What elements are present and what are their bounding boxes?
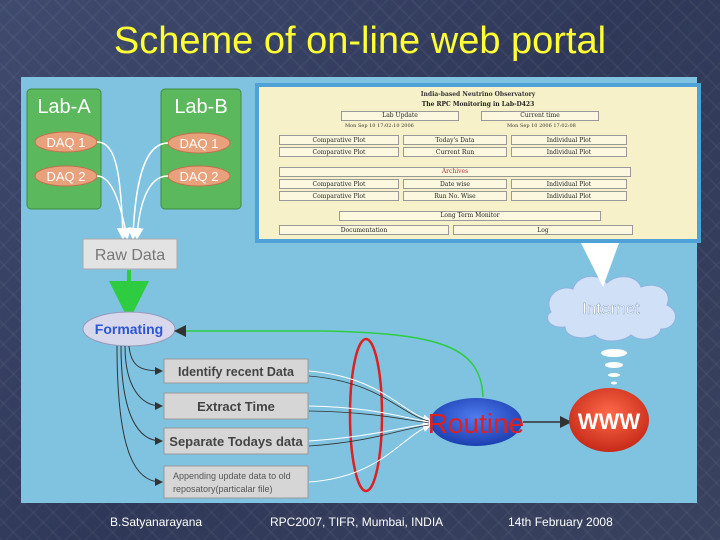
- portal-r2-c3[interactable]: Individual Plot: [511, 147, 627, 157]
- portal-r4-c1[interactable]: Comparative Plot: [279, 191, 399, 201]
- lab-a-daq2: DAQ 2: [46, 169, 85, 184]
- step-extract-label: Extract Time: [197, 399, 275, 414]
- portal-r3-c1[interactable]: Comparative Plot: [279, 179, 399, 189]
- portal-r3-c3[interactable]: Individual Plot: [511, 179, 627, 189]
- lab-a-box: Lab-A DAQ 1 DAQ 2: [26, 88, 102, 210]
- lab-b-label: Lab-B: [174, 96, 227, 118]
- footer-event: RPC2007, TIFR, Mumbai, INDIA: [270, 515, 444, 529]
- portal-r1-c1[interactable]: Comparative Plot: [279, 135, 399, 145]
- formating-label: Formating: [95, 321, 163, 337]
- diagram-panel: Lab-A DAQ 1 DAQ 2 Lab-B DAQ 1 DAQ 2 Raw …: [21, 77, 701, 503]
- portal-screenshot: India-based Neutrino Observatory The RPC…: [255, 83, 701, 243]
- internet-cloud: Internet: [547, 275, 676, 342]
- portal-r3-c2[interactable]: Date wise: [403, 179, 507, 189]
- step-extract: Extract Time: [163, 392, 309, 420]
- portal-r2-c2[interactable]: Current Run: [403, 147, 507, 157]
- portal-log[interactable]: Log: [453, 225, 633, 235]
- www-node: WWW: [569, 388, 649, 452]
- raw-data-box: Raw Data: [82, 238, 178, 270]
- footer-author: B.Satyanarayana: [110, 515, 203, 529]
- scheme-diagram: Lab-A DAQ 1 DAQ 2 Lab-B DAQ 1 DAQ 2 Raw …: [26, 88, 676, 499]
- portal-documentation[interactable]: Documentation: [279, 225, 449, 235]
- portal-lab-update[interactable]: Lab Update: [341, 111, 459, 121]
- step-append-label-1: Appending update data to old: [173, 471, 291, 481]
- internet-dots: [601, 349, 627, 385]
- grouping-ellipse: [348, 337, 384, 493]
- portal-current-time[interactable]: Current time: [481, 111, 599, 121]
- portal-r2-c1[interactable]: Comparative Plot: [279, 147, 399, 157]
- portal-header-2: The RPC Monitoring in Lab-D423: [421, 101, 535, 108]
- portal-header-1: India-based Neutrino Observatory: [420, 91, 536, 98]
- step-separate-label: Separate Todays data: [169, 434, 303, 449]
- step-separate: Separate Todays data: [163, 427, 309, 455]
- step-identify: Identify recent Data: [163, 358, 309, 384]
- step-append-label-2: reposatory(particalar file): [173, 484, 273, 494]
- portal-archives: Archives: [279, 167, 631, 177]
- www-label: WWW: [578, 409, 641, 434]
- portal-r1-c3[interactable]: Individual Plot: [511, 135, 627, 145]
- steps-to-routine-dark-lines: [308, 375, 430, 447]
- routine-label: Routine: [428, 408, 525, 439]
- lab-a-daq1: DAQ 1: [46, 135, 85, 150]
- step-identify-label: Identify recent Data: [178, 365, 295, 379]
- daq-to-raw-arrows: [96, 141, 169, 240]
- portal-r4-c2[interactable]: Run No. Wise: [403, 191, 507, 201]
- formating-to-steps-lines: [116, 345, 163, 486]
- portal-callout-pointer: [581, 243, 619, 287]
- lab-b-box: Lab-B DAQ 1 DAQ 2: [160, 88, 242, 210]
- slide-title: Scheme of on-line web portal: [113, 20, 607, 62]
- lab-b-daq2: DAQ 2: [179, 169, 218, 184]
- raw-data-label: Raw Data: [95, 247, 165, 264]
- portal-time-left: Mon Sep 10 17:02:10 2006: [345, 123, 414, 129]
- routine-to-formating-line: [174, 325, 484, 398]
- step-append: Appending update data to old reposatory(…: [163, 465, 309, 499]
- lab-a-label: Lab-A: [37, 96, 91, 118]
- internet-label: Internet: [582, 299, 640, 318]
- portal-r4-c3[interactable]: Individual Plot: [511, 191, 627, 201]
- steps-to-routine-lines: [308, 370, 431, 483]
- portal-time-right: Mon Sep 10 2006 17:02:08: [507, 123, 576, 129]
- portal-long-term-monitor[interactable]: Long Term Monitor: [339, 211, 601, 221]
- routine-node: Routine: [428, 398, 525, 446]
- footer-date: 14th February 2008: [508, 515, 613, 529]
- lab-b-daq1: DAQ 1: [179, 136, 218, 151]
- formating-node: Formating: [82, 311, 176, 347]
- portal-r1-c2[interactable]: Today's Data: [403, 135, 507, 145]
